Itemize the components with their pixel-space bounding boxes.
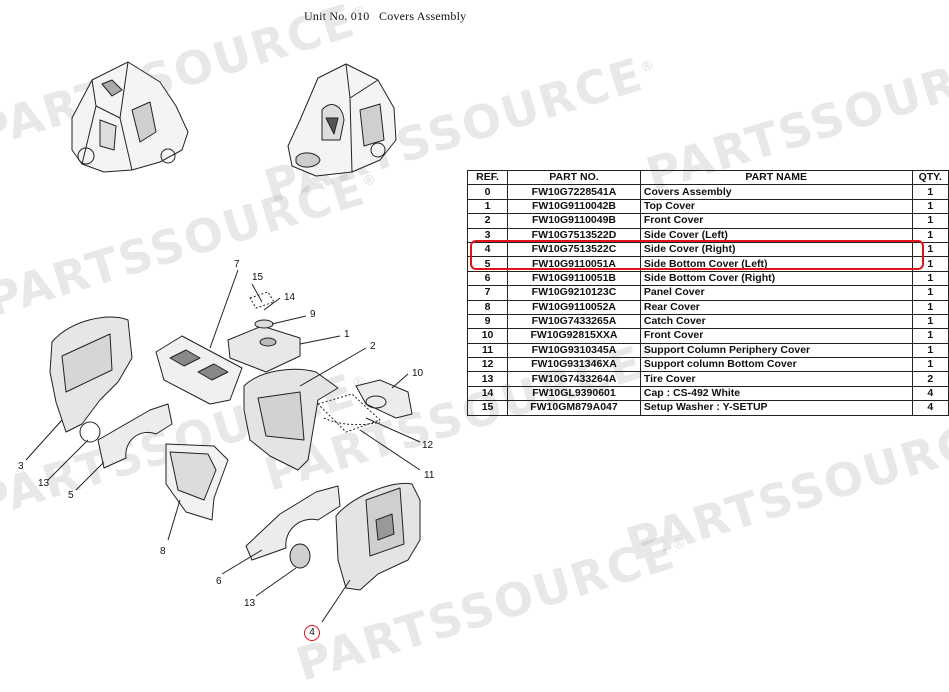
cell-ref: 9 — [466, 313, 509, 330]
table-header-row: REF. PART NO. PART NAME QTY. — [466, 169, 949, 186]
callout-3: 3 — [18, 461, 24, 472]
cell-qty: 1 — [911, 198, 949, 215]
cell-part-no: FW10G9110042B — [507, 198, 641, 215]
cell-part-name: Side Bottom Cover (Right) — [639, 270, 913, 287]
cell-qty: 1 — [911, 342, 949, 359]
callout-9: 9 — [310, 309, 316, 320]
header-ref: REF. — [466, 169, 509, 186]
cell-part-no: FW10G931346XA — [507, 357, 641, 373]
cell-qty: 1 — [911, 357, 949, 373]
callout-6: 6 — [216, 576, 222, 587]
cell-part-no: FW10G9110051A — [507, 256, 641, 272]
header-part-no: PART NO. — [507, 169, 641, 186]
cell-part-name: Setup Washer : Y-SETUP — [639, 400, 913, 416]
callout-13: 13 — [244, 598, 256, 609]
cell-part-no: FW10G9110051B — [507, 270, 641, 287]
row-highlight-box — [470, 240, 924, 270]
cell-qty: 2 — [911, 371, 949, 387]
callout-8: 8 — [160, 546, 166, 557]
cell-part-name: Cap : CS-492 White — [639, 385, 913, 402]
cell-ref: 8 — [466, 299, 509, 315]
cell-part-no: FW10G9110049B — [507, 213, 641, 229]
cell-part-name: Support column Bottom Cover — [639, 357, 913, 373]
cell-qty: 1 — [911, 213, 949, 229]
cell-ref: 2 — [466, 213, 509, 229]
header-part-name: PART NAME — [639, 169, 913, 186]
callout-11: 11 — [424, 470, 435, 481]
cell-ref: 6 — [466, 270, 509, 287]
cell-part-no: FW10G9110052A — [507, 299, 641, 315]
cell-ref: 13 — [466, 371, 509, 387]
cell-part-name: Rear Cover — [639, 299, 913, 315]
cell-part-no: FW10GM879A047 — [507, 400, 641, 416]
cell-part-name: Tire Cover — [639, 371, 913, 387]
callout-14: 14 — [284, 292, 296, 303]
assembly-view-front — [287, 63, 397, 177]
cell-part-name: Top Cover — [639, 198, 913, 215]
cell-qty: 1 — [911, 313, 949, 330]
callout-13: 13 — [38, 478, 50, 489]
cell-ref: 0 — [466, 184, 509, 200]
cell-part-name: Covers Assembly — [639, 184, 913, 200]
cell-part-no: FW10G9310345A — [507, 342, 641, 359]
cell-part-name: Side Cover (Left) — [639, 227, 913, 243]
cell-part-no: FW10G7228541A — [507, 184, 641, 200]
cell-qty: 1 — [911, 270, 949, 287]
cell-ref: 7 — [466, 285, 509, 301]
exploded-parts-drawing: 15 14 9 1 7 2 10 12 11 3 13 5 8 6 13 — [18, 61, 435, 623]
cell-part-name: Front Cover — [639, 213, 913, 229]
cell-part-no: FW10G7433265A — [507, 313, 641, 330]
cell-ref: 1 — [466, 198, 509, 215]
callout-15: 15 — [252, 272, 264, 283]
callout-12: 12 — [422, 440, 434, 451]
cell-part-name: Front Cover — [639, 328, 913, 344]
page-title: Unit No. 010 Covers Assembly — [304, 9, 467, 23]
cell-qty: 4 — [911, 385, 949, 402]
callout-2: 2 — [370, 341, 376, 352]
header-qty: QTY. — [911, 169, 949, 186]
callout-10: 10 — [412, 368, 424, 379]
cell-ref: 10 — [466, 328, 509, 344]
cell-ref: 15 — [466, 400, 509, 416]
cell-part-no: FW10G7433264A — [507, 371, 641, 387]
cell-part-no: FW10G92815XXA — [507, 328, 641, 344]
cell-qty: 1 — [911, 299, 949, 315]
cell-part-name: Catch Cover — [639, 313, 913, 330]
cell-ref: 14 — [466, 385, 509, 402]
callout-1: 1 — [344, 329, 350, 340]
cell-qty: 4 — [911, 400, 949, 416]
callout-7: 7 — [234, 259, 240, 270]
cell-part-no: FW10G9210123C — [507, 285, 641, 301]
cell-ref: 12 — [466, 357, 509, 373]
assembly-view-rear — [71, 61, 189, 173]
cell-qty: 1 — [911, 328, 949, 344]
callout-5: 5 — [68, 490, 74, 501]
cell-part-no: FW10GL9390601 — [507, 385, 641, 402]
cell-ref: 11 — [466, 342, 509, 359]
cell-qty: 1 — [911, 184, 949, 200]
callout-4-highlight: 4 — [304, 625, 320, 641]
cell-part-name: Support Column Periphery Cover — [639, 342, 913, 359]
cell-part-name: Panel Cover — [639, 285, 913, 301]
cell-qty: 1 — [911, 285, 949, 301]
